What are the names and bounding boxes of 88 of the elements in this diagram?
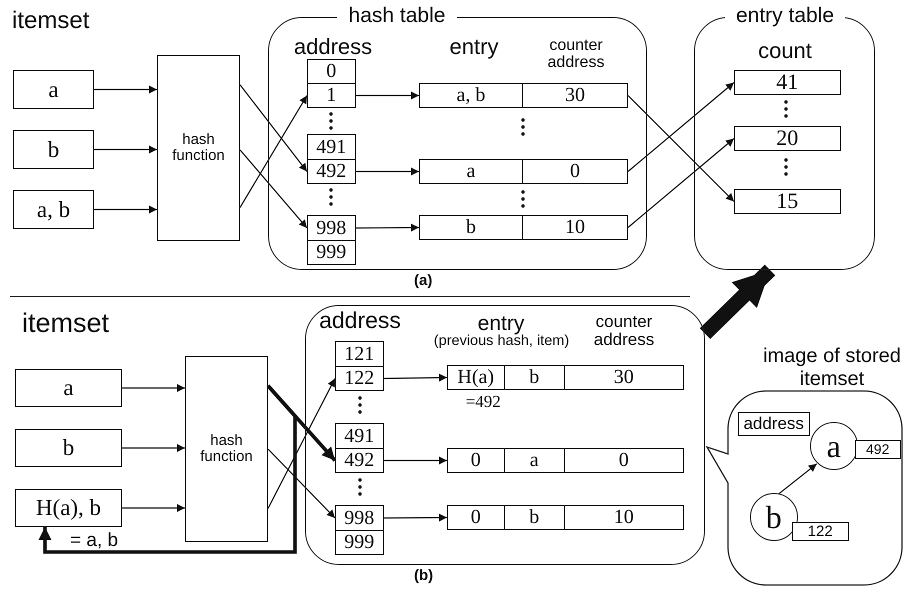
arrow <box>94 206 157 214</box>
bubble-title: image of stored itemset <box>762 345 902 391</box>
arrow <box>122 444 185 452</box>
arrow <box>356 92 419 100</box>
itemset-box: a, b <box>13 190 94 229</box>
entry-cell-text: a, b <box>455 84 486 107</box>
itemset-box: H(a), b <box>15 489 122 527</box>
arrow <box>122 504 185 512</box>
arrow <box>628 95 734 202</box>
arrow <box>122 384 185 392</box>
entry-row <box>446 504 684 530</box>
entry-cell: a <box>504 448 564 472</box>
item-circle: b <box>750 492 798 541</box>
beside-note: =492 <box>466 392 501 412</box>
address-cell: 491 <box>306 134 356 160</box>
entry-cell-text: a <box>465 160 476 183</box>
panel-title: entry table <box>725 4 845 28</box>
count-cell: 20 <box>734 126 841 151</box>
arrow <box>356 224 419 232</box>
arrow <box>384 456 447 464</box>
entry-row <box>418 214 628 240</box>
address-cell: 122 <box>334 366 384 391</box>
arrow <box>240 84 308 172</box>
entry-row <box>418 82 628 108</box>
arrow <box>267 378 336 509</box>
entry-cell-text: 0 <box>470 506 482 529</box>
entry-cell-text: b <box>464 216 477 239</box>
address-tag: 122 <box>792 522 849 541</box>
arrow <box>240 149 308 228</box>
entry-row <box>418 158 628 184</box>
entry-cell: 0 <box>522 160 627 183</box>
arrow <box>777 463 818 496</box>
arrow <box>628 138 734 228</box>
column-heading: entry <box>478 312 524 335</box>
section-label: itemset <box>12 8 90 34</box>
arrow <box>94 146 157 154</box>
column-heading: counter address <box>546 38 606 72</box>
entry-cell-text: H(a) <box>456 366 496 389</box>
table-panel <box>305 305 705 565</box>
entry-cell: 10 <box>522 216 627 239</box>
itemset-box: a <box>13 70 94 109</box>
hash-function-box: hash function <box>157 55 240 241</box>
arrow <box>239 95 308 208</box>
arrow <box>384 514 447 522</box>
itemset-box: b <box>13 130 94 169</box>
column-heading: address <box>292 35 374 60</box>
address-cell: 492 <box>306 158 356 184</box>
count-cell: 15 <box>734 188 841 214</box>
entry-cell-text: 0 <box>470 448 482 472</box>
itemset-box: a <box>15 369 122 407</box>
entry-cell: 0 <box>564 448 683 472</box>
address-cell: 492 <box>334 448 384 473</box>
address-cell: 121 <box>334 340 384 367</box>
column-heading: (previous hash, item) <box>432 334 570 350</box>
column-heading: counter address <box>592 313 656 349</box>
entry-row <box>446 448 684 473</box>
section-label: (b) <box>414 568 434 584</box>
entry-cell: 30 <box>522 84 627 107</box>
arrow <box>94 86 157 94</box>
hash-function-box: hash function <box>185 356 268 542</box>
item-circle: a <box>810 422 858 470</box>
column-heading: entry <box>448 35 500 60</box>
column-heading: address <box>318 308 402 334</box>
section-label: (a) <box>414 273 432 290</box>
column-heading: count <box>757 39 813 64</box>
edge-label: = a, b <box>70 531 118 550</box>
address-cell: 1 <box>306 82 356 108</box>
count-cell: 41 <box>734 70 841 95</box>
arrow <box>356 168 419 176</box>
address-cell: 0 <box>306 58 356 84</box>
address-cell: 998 <box>306 214 356 241</box>
entry-cell: 10 <box>564 506 683 529</box>
thick-arrow <box>700 264 776 339</box>
itemset-box: b <box>15 429 122 467</box>
arrow <box>38 384 297 554</box>
arrow <box>268 448 336 518</box>
address-cell: 999 <box>306 240 356 265</box>
address-tag: address <box>738 412 810 436</box>
address-cell: 999 <box>334 530 384 555</box>
entry-cell: b <box>504 506 564 529</box>
arrow <box>628 82 734 172</box>
address-cell: 998 <box>334 504 384 531</box>
entry-cell: b <box>504 366 564 389</box>
arrow <box>384 374 448 382</box>
entry-cell: 30 <box>564 366 683 389</box>
address-cell: 491 <box>334 422 384 449</box>
section-label: itemset <box>22 309 110 339</box>
address-tag: 492 <box>854 440 901 459</box>
